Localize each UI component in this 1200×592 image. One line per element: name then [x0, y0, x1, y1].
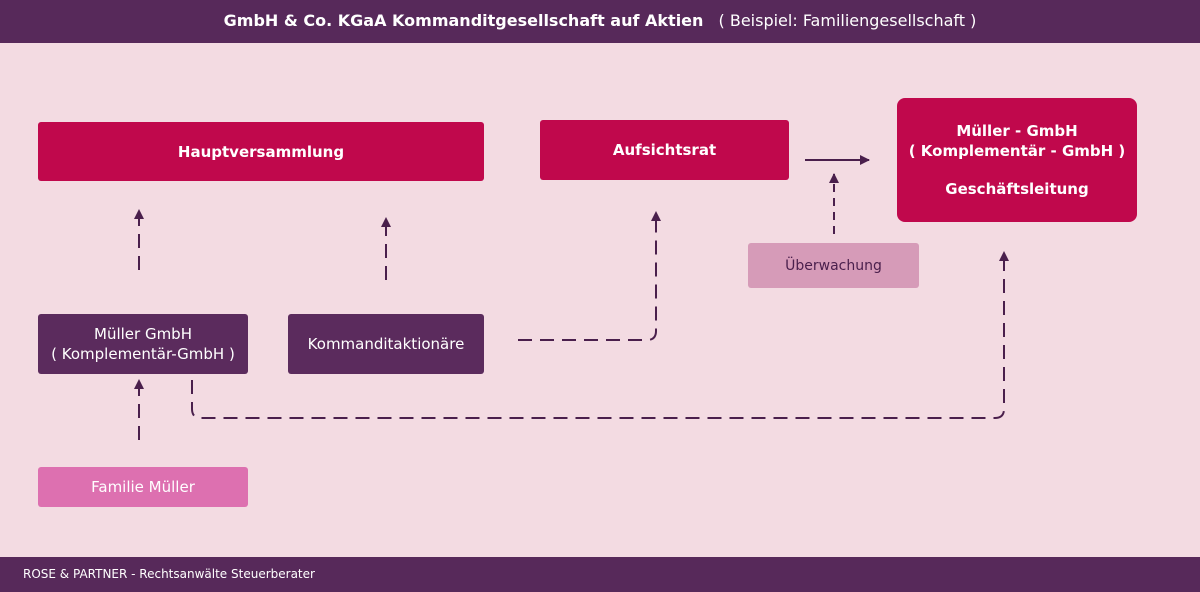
arrow-mueller-to-geschaeftsleitung: [191, 251, 1009, 419]
geschaeftsleitung-label: Geschäftsleitung: [945, 180, 1089, 198]
mueller-gmbh-role: ( Komplementär-GmbH ): [51, 345, 235, 363]
familie-mueller-box: Familie Müller: [38, 467, 248, 507]
hauptversammlung-label: Hauptversammlung: [177, 142, 345, 161]
kommanditaktionaere-box: Kommanditaktionäre: [288, 314, 484, 374]
arrow-kommanditaktionaere-to-aufsichtsrat: [518, 211, 661, 341]
aufsichtsrat-label: Aufsichtsrat: [612, 141, 717, 159]
mueller-gmbh-name: Müller GmbH: [94, 325, 192, 343]
komplementaer-name: Müller - GmbH: [956, 122, 1078, 140]
footer-text: ROSE & PARTNER - Rechtsanwälte Steuerber…: [23, 567, 315, 581]
familie-mueller-label: Familie Müller: [91, 478, 195, 496]
aufsichtsrat-box: Aufsichtsrat: [540, 120, 789, 180]
ueberwachung-label: Überwachung: [785, 257, 882, 274]
komplementaer-role: ( Komplementär - GmbH ): [908, 142, 1126, 160]
footer-bar: ROSE & PARTNER - Rechtsanwälte Steuerber…: [0, 557, 1200, 592]
kommanditaktionaere-label: Kommanditaktionäre: [307, 335, 465, 353]
ueberwachung-box: Überwachung: [748, 243, 919, 288]
page-title: GmbH & Co. KGaA Kommanditgesellschaft au…: [0, 11, 1200, 30]
header-bar: GmbH & Co. KGaA Kommanditgesellschaft au…: [0, 0, 1200, 43]
hauptversammlung-box: Hauptversammlung: [38, 122, 484, 181]
geschaeftsleitung-box: Müller - GmbH ( Komplementär - GmbH ) Ge…: [897, 98, 1137, 222]
title-subtitle: ( Beispiel: Familiengesellschaft ): [718, 11, 977, 30]
mueller-gmbh-box: Müller GmbH ( Komplementär-GmbH ): [38, 314, 248, 374]
title-main: GmbH & Co. KGaA Kommanditgesellschaft au…: [223, 11, 704, 30]
